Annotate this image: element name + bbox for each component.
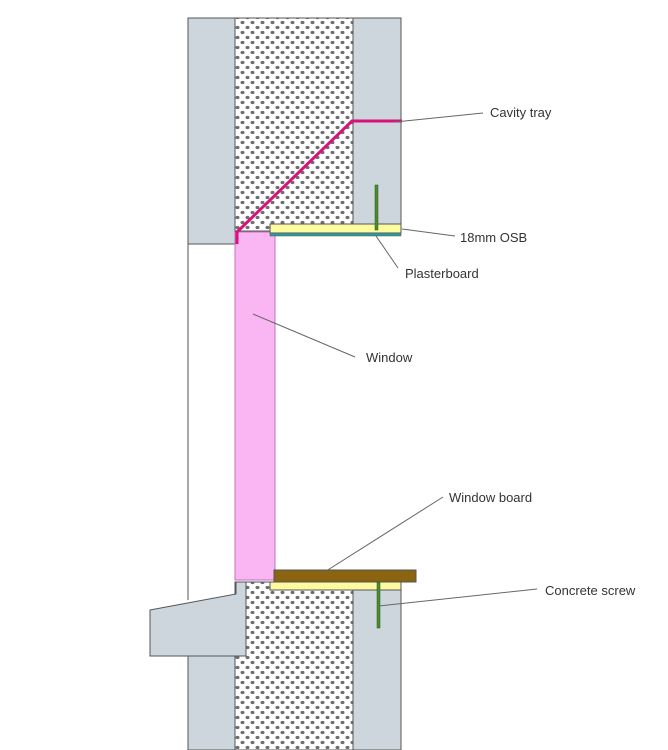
insulation-lower — [234, 581, 354, 750]
outer-leaf-lower — [187, 655, 236, 750]
label-window-board: Window board — [449, 490, 532, 505]
head-osb — [269, 223, 402, 234]
head-screw — [374, 184, 379, 231]
leader-osb — [401, 228, 456, 237]
label-concrete-screw: Concrete screw — [545, 583, 636, 598]
label-osb: 18mm OSB — [460, 230, 527, 245]
label-window: Window — [366, 350, 413, 365]
leader-plasterboard — [375, 235, 399, 269]
leader-window — [252, 313, 356, 358]
cavity-tray — [235, 119, 402, 244]
label-plasterboard: Plasterboard — [405, 266, 479, 281]
window-board — [273, 569, 417, 583]
window-frame — [234, 231, 276, 581]
head-plasterboard — [269, 232, 402, 237]
sill-screw — [376, 581, 381, 629]
leader-cavity-tray — [394, 112, 484, 123]
leader-concrete-screw — [378, 588, 538, 607]
leader-window-board — [322, 496, 444, 574]
outer-leaf-upper — [187, 17, 236, 245]
sill — [149, 581, 247, 657]
insulation-upper — [234, 17, 354, 232]
sill-osb — [269, 581, 402, 591]
label-cavity-tray: Cavity tray — [490, 105, 552, 120]
